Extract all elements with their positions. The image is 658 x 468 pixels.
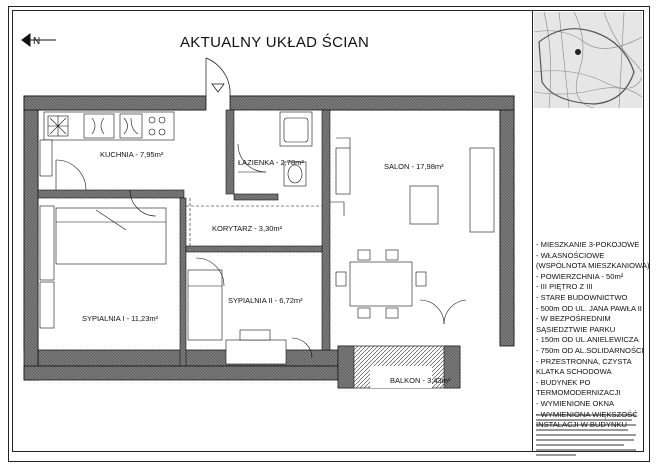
feature-item: (WSPÓLNOTA MIESZKANIOWA) [536,261,650,271]
feature-item: - BUDYNEK PO [536,377,591,387]
north-arrow-icon: N [21,33,56,47]
feature-item: - III PIĘTRO Z III [536,282,593,292]
features-list: - MIESZKANIE 3-POKOJOWE - WŁASNOŚCIOWE (… [536,240,650,431]
feature-item: - 750m OD AL.SOLIDARNOŚCI [536,345,644,355]
room-label-bedroom2: SYPIALNIA II - 6,72m² [228,296,303,305]
feature-item: - 500m OD UL. JANA PAWŁA II [536,303,642,313]
feature-item: - STARE BUDOWNICTWO [536,292,628,302]
room-label-bedroom1: SYPIALNIA I - 11,23m² [82,314,159,323]
svg-text:N: N [33,36,40,47]
feature-item: KLATKA SCHODOWA [536,367,612,377]
feature-item: INSTALACJI W BUDYNKU [536,420,627,430]
room-label-balcony: BALKON - 3,43m² [390,376,451,385]
feature-item: - W BEZPOŚREDNIM [536,314,611,324]
info-panel [532,10,644,452]
feature-item: - MIESZKANIE 3-POKOJOWE [536,240,640,249]
feature-item: - WYMIENIONA WIĘKSZOŚĆ [536,409,638,419]
drawing-frame [12,10,644,452]
feature-item: TERMOMODERNIZACJI [536,388,621,398]
room-label-kitchen: KUCHNIA - 7,95m² [100,150,164,159]
feature-item: - WŁASNOŚCIOWE [536,250,605,260]
feature-item: - PRZESTRONNA, CZYSTA [536,356,632,366]
feature-item: - WYMIENIONE OKNA [536,398,615,408]
location-map [534,12,642,108]
feature-item: SĄSIEDZTWIE PARKU [536,324,616,334]
feature-item: - 150m OD UL.ANIELEWICZA [536,335,639,345]
drawing-sheet [8,6,650,462]
room-label-corridor: KORYTARZ - 3,30m² [212,224,283,233]
room-label-bathroom: ŁAZIENKA - 2,78m² [238,158,304,167]
room-label-living: SALON - 17,98m² [384,162,444,171]
feature-item: - POWIERZCHNIA - 50m² [536,271,624,281]
plan-title: AKTUALNY UKŁAD ŚCIAN [180,34,370,51]
